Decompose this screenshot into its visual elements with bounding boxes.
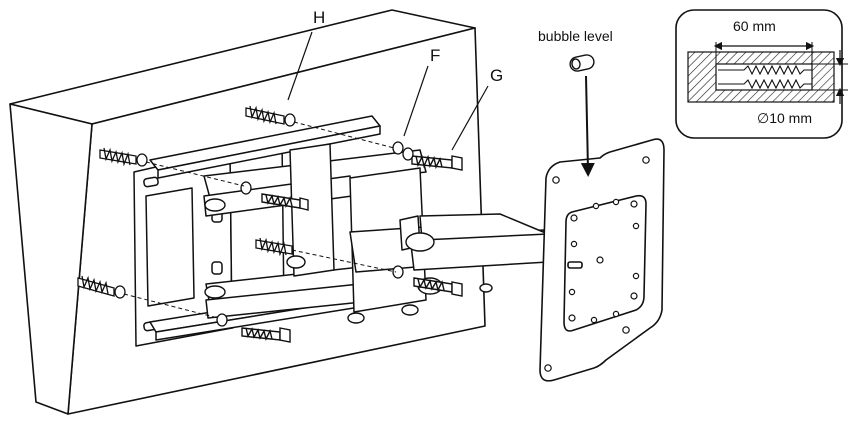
assembly-guides <box>123 121 397 319</box>
label-g: G <box>490 66 504 85</box>
pivot-joints <box>204 198 493 324</box>
down-arrow-icon <box>580 75 595 177</box>
anchor-left-upper <box>99 147 148 167</box>
label-h: H <box>313 8 326 27</box>
inset-detail <box>675 9 848 139</box>
anchor-center <box>255 237 293 257</box>
screw-mid <box>261 193 309 211</box>
swing-arms <box>203 143 549 319</box>
vesa-holes <box>544 156 650 372</box>
screw-bottom <box>241 327 291 343</box>
label-leaders <box>287 31 489 151</box>
washers <box>216 141 414 327</box>
inset-diameter-label: ∅10 mm <box>757 110 812 126</box>
anchor-h-top <box>245 105 296 127</box>
screw-lower <box>413 277 463 297</box>
label-f: F <box>430 46 441 65</box>
screw-g-upper <box>411 154 463 171</box>
inset-depth-label: 60 mm <box>733 18 776 34</box>
bubble-level-icon <box>569 54 595 72</box>
anchor-left-lower <box>77 275 126 299</box>
label-bubble-level: bubble level <box>538 28 613 44</box>
